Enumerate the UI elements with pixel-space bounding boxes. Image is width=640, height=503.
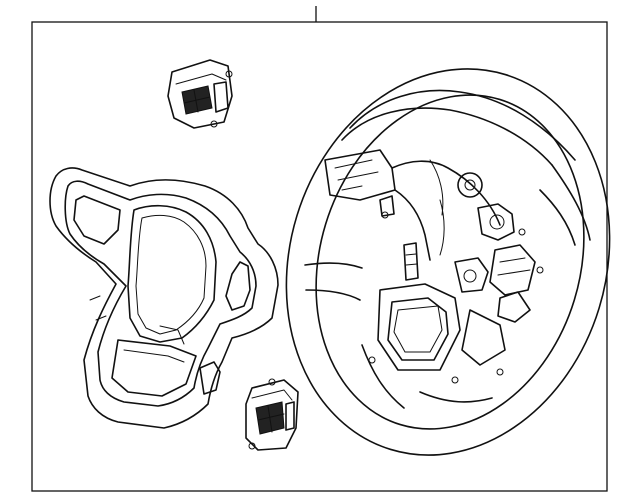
steering-wheel [285, 68, 611, 456]
diagram-frame [31, 21, 608, 492]
airbag-trim-cover [49, 167, 279, 429]
switch-upper [167, 59, 233, 129]
switch-lower [245, 378, 299, 451]
